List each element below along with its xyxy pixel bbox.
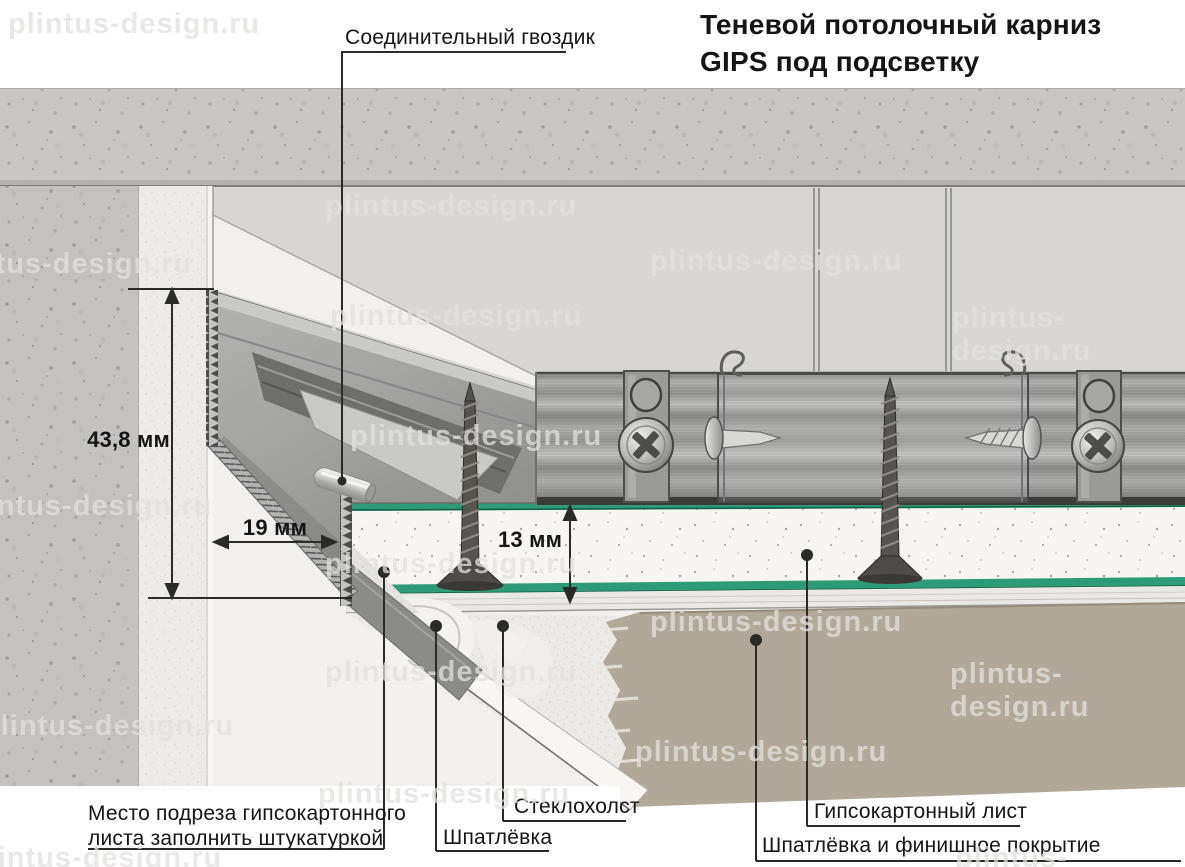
page-title: Теневой потолочный карниз GIPS под подсв… [700, 6, 1101, 80]
label-cut-area: Место подреза гипсокартонного листа запо… [88, 801, 406, 851]
spring-tab-right [1001, 350, 1027, 377]
label-drywall-sheet: Гипсокартонный лист [814, 800, 1028, 823]
dimension-drywall-thickness: 13 мм [498, 527, 563, 552]
hanger-wires [813, 188, 952, 371]
dimension-profile-height: 43,8 мм [87, 427, 170, 452]
label-cut-area-line-1: Место подреза гипсокартонного [88, 802, 407, 825]
sleeve-screw-right [963, 416, 1042, 460]
label-putty-and-finish: Шпатлёвка и финишное покрытие [762, 834, 1101, 857]
label-cut-area-line-2: листа заполнить штукатуркой [88, 827, 384, 850]
drawing-bottom-mask-right [620, 790, 1185, 867]
title-line-2: GIPS под подсветку [700, 46, 980, 77]
title-line-1: Теневой потолочный карниз [700, 9, 1102, 40]
dimension-annotations [88, 51, 1181, 862]
mounting-strap-right [1071, 370, 1125, 503]
mounting-strap-left [618, 370, 674, 503]
drywall-screw-left [435, 381, 505, 591]
dimension-profile-depth: 19 мм [242, 515, 308, 540]
label-putty: Шпатлёвка [443, 826, 553, 849]
label-connector-nail: Соединительный гвоздик [345, 26, 595, 49]
drywall-cut-serrated-edge [340, 490, 352, 606]
drawing-bottom-mask [0, 786, 620, 867]
drywall-screw-right [856, 376, 924, 584]
label-fiberglass: Стеклохолст [514, 795, 640, 818]
spring-tab-left [719, 350, 745, 377]
profile-serrated-wall-edge [206, 290, 218, 446]
ceiling-channel [535, 350, 1185, 505]
finish-coat-surface [603, 602, 1185, 807]
shadow-cornice-profile [206, 288, 537, 701]
sleeve-screw-left [704, 416, 783, 460]
